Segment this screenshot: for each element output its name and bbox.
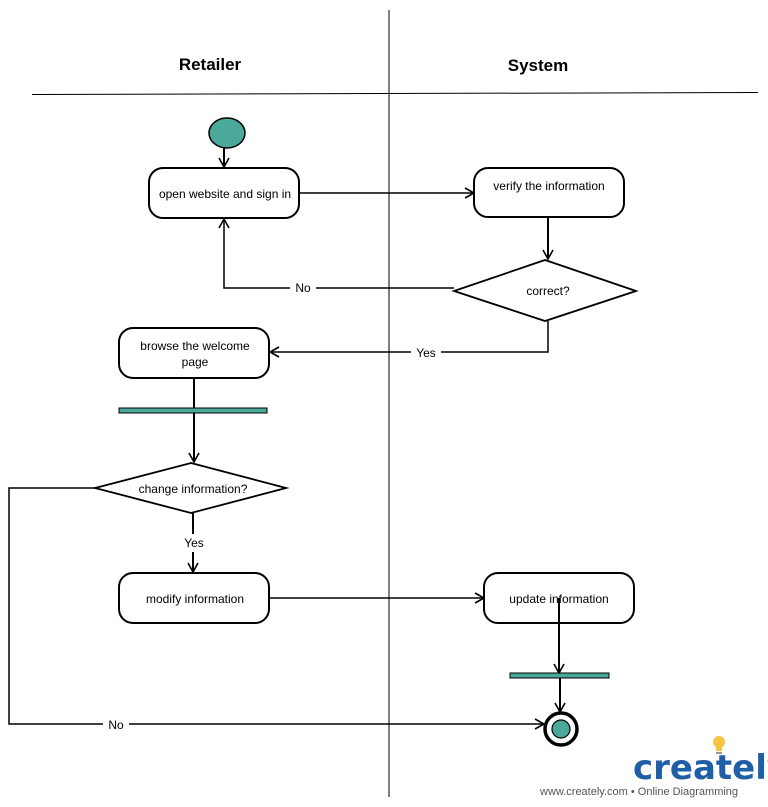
activity-browse-label-line1: browse the welcome (140, 339, 250, 353)
decision-correct-label: correct? (526, 284, 570, 298)
creately-logo-tagline: www.creately.com • Online Diagramming (539, 786, 738, 798)
fork-bar-retailer (118, 407, 268, 414)
lane-title-system: System (508, 56, 568, 75)
activity-browse-welcome-page (118, 327, 270, 379)
lane-title-retailer: Retailer (179, 55, 242, 74)
creately-logo-word: creately (633, 748, 768, 788)
start-node (208, 117, 246, 149)
decision-correct (451, 259, 639, 322)
edge-label-yes-change: Yes (184, 536, 204, 550)
edge-correct-no (218, 217, 454, 289)
edge-change-no (8, 487, 546, 730)
edge-label-bg (179, 534, 209, 552)
edge-label-bg (411, 343, 441, 361)
lane-header-underline (31, 92, 759, 95)
edge-label-no-change: No (108, 718, 124, 732)
decision-change-information (91, 462, 290, 514)
edge-label-bg (103, 715, 129, 733)
lightbulb-icon (713, 736, 725, 754)
join-bar-system (509, 672, 610, 679)
edge-correct-yes (268, 321, 549, 358)
activity-open-website-label: open website and sign in (159, 187, 291, 201)
activity-verify-information-label: verify the information (493, 179, 604, 193)
edge-label-yes-correct: Yes (416, 346, 436, 360)
activity-modify-information-label: modify information (146, 592, 244, 606)
edge-label-bg (290, 279, 316, 297)
decision-change-information-label: change information? (139, 482, 248, 496)
edge-label-no-correct: No (295, 281, 311, 295)
creately-logo: creately www.creately.com • Online Diagr… (539, 736, 768, 798)
end-node-inner (551, 719, 571, 739)
activity-browse-label-line2: page (182, 355, 209, 369)
